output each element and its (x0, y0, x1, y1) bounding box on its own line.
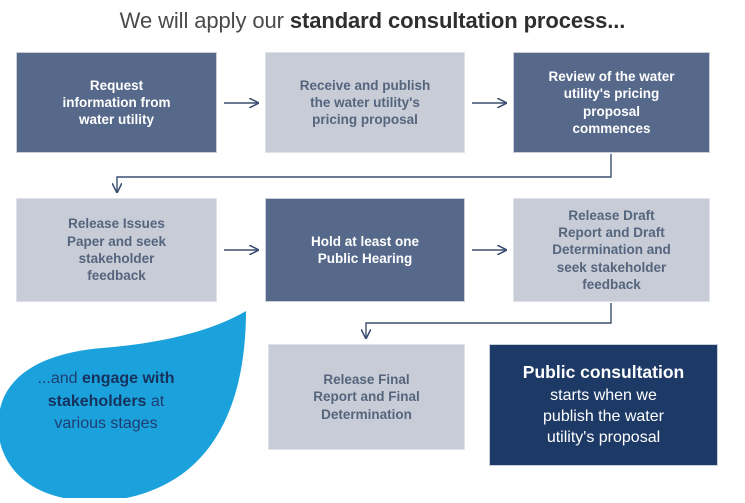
teardrop-line-1-plain: ...and (37, 370, 83, 387)
page-title-emphasis: standard consultation process... (289, 8, 626, 33)
page-title-lead: We will apply our (119, 8, 290, 33)
flow-box-release-final-report[interactable]: Release Final Report and Final Determina… (268, 344, 465, 450)
flow-box-release-issues-paper[interactable]: Release Issues Paper and seek stakeholde… (16, 198, 217, 302)
callout-public-consultation[interactable]: Public consultation starts when we publis… (489, 344, 718, 466)
callout-rest-line: starts when we publish the water utility… (543, 386, 664, 447)
callout-bold-line: Public consultation (522, 362, 685, 383)
teardrop-callout (0, 306, 254, 502)
arrow-draft-to-final (366, 303, 612, 338)
flow-box-review-commences-label: Review of the water utility's pricing pr… (548, 68, 675, 136)
teardrop-line-1: ...and engage with (0, 368, 212, 391)
flow-box-release-draft-report[interactable]: Release Draft Report and Draft Determina… (513, 198, 710, 302)
flow-box-public-hearing-label: Hold at least one Public Hearing (310, 233, 420, 266)
teardrop-line-2-bold: stakeholders (47, 392, 147, 410)
teardrop-line-2-plain: at (146, 392, 165, 410)
teardrop-line-1-bold: engage with (82, 370, 175, 387)
teardrop-shape (0, 311, 246, 502)
flow-box-receive-and-publish-label: Receive and publish the water utility's … (299, 77, 431, 128)
teardrop-line-3: various stages (54, 415, 158, 433)
flow-box-review-commences[interactable]: Review of the water utility's pricing pr… (513, 52, 710, 153)
flow-box-request-information[interactable]: Request information from water utility (16, 52, 217, 153)
teardrop-line-2: stakeholders at (0, 391, 212, 414)
flow-box-receive-and-publish[interactable]: Receive and publish the water utility's … (265, 52, 465, 153)
teardrop-callout-text: ...and engage with stakeholders at vario… (0, 368, 212, 436)
flow-box-release-draft-report-label: Release Draft Report and Draft Determina… (552, 207, 671, 292)
flow-box-public-hearing[interactable]: Hold at least one Public Hearing (265, 198, 465, 302)
page-title: We will apply our standard consultation … (0, 7, 745, 35)
flow-box-request-information-label: Request information from water utility (62, 77, 171, 128)
arrow-review-to-issues (117, 154, 612, 192)
flow-box-release-final-report-label: Release Final Report and Final Determina… (313, 372, 420, 422)
callout-public-consultation-text: Public consultation starts when we publis… (498, 361, 709, 449)
flow-box-release-issues-paper-label: Release Issues Paper and seek stakeholde… (66, 216, 167, 284)
